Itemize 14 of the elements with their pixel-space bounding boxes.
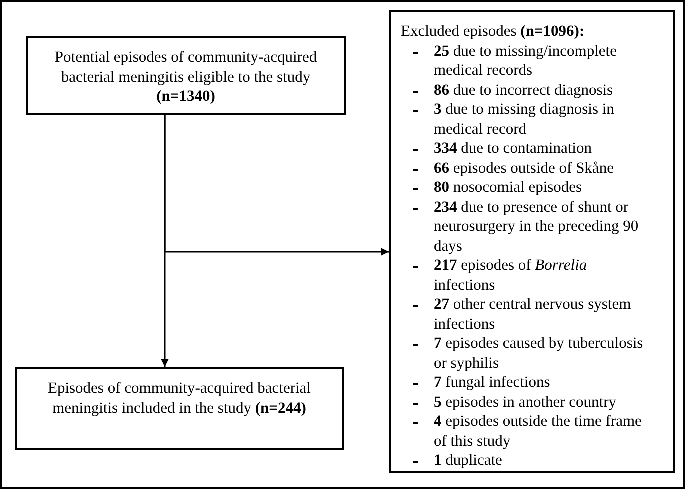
exclusion-item: 334 due to contamination: [434, 139, 593, 158]
exclusion-item: 86 due to incorrect diagnosis: [434, 80, 614, 100]
process-box: [15, 367, 344, 450]
box-text: Episodes of community-acquired bacterial meningitis included in the study (n=244): [47, 379, 312, 418]
exclusion-item: 7 fungal infections: [434, 373, 552, 392]
exclusion-item: 1 duplicate: [434, 451, 504, 470]
box-heading: Excluded episodes (n=1096):: [401, 22, 586, 42]
arrow: [164, 115, 389, 256]
exclusion-box: [389, 10, 675, 473]
exclusion-item: 66 episodes outside of Skåne: [434, 158, 615, 178]
exclusion-item: 5 episodes in another country: [434, 392, 618, 412]
exclusion-item: 80 nosocomial episodes: [434, 178, 584, 198]
process-box: [26, 36, 346, 115]
box-text: Potential episodes of community-acquired bacterial meningitis eligible to the study (n=1340): [54, 48, 318, 106]
